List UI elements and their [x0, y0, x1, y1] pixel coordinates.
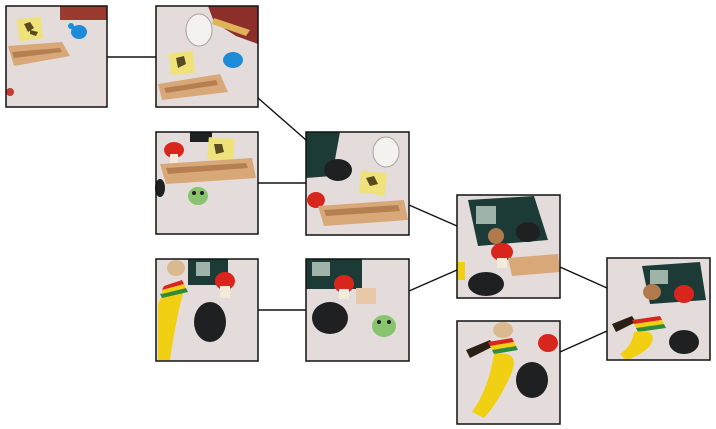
photo-thumbnail-final: [606, 257, 711, 361]
photo-thumbnail-d: [155, 258, 259, 362]
edge-b-to-abc: [257, 97, 307, 141]
edge-f-to-final: [559, 330, 608, 353]
photo-thumbnail-b: [155, 5, 259, 108]
photo-thumbnail-a: [5, 5, 108, 108]
photo-thumbnail-all: [456, 194, 561, 299]
photo-thumbnail-abc: [305, 131, 410, 236]
edge-all-to-final: [559, 266, 608, 289]
photo-thumbnail-f: [456, 320, 561, 425]
photo-thumbnail-e: [305, 258, 410, 362]
photo-thumbnail-c: [155, 131, 259, 235]
connectors: [107, 56, 608, 353]
edge-abc-to-all: [408, 204, 458, 227]
edge-e-to-all: [408, 269, 458, 292]
